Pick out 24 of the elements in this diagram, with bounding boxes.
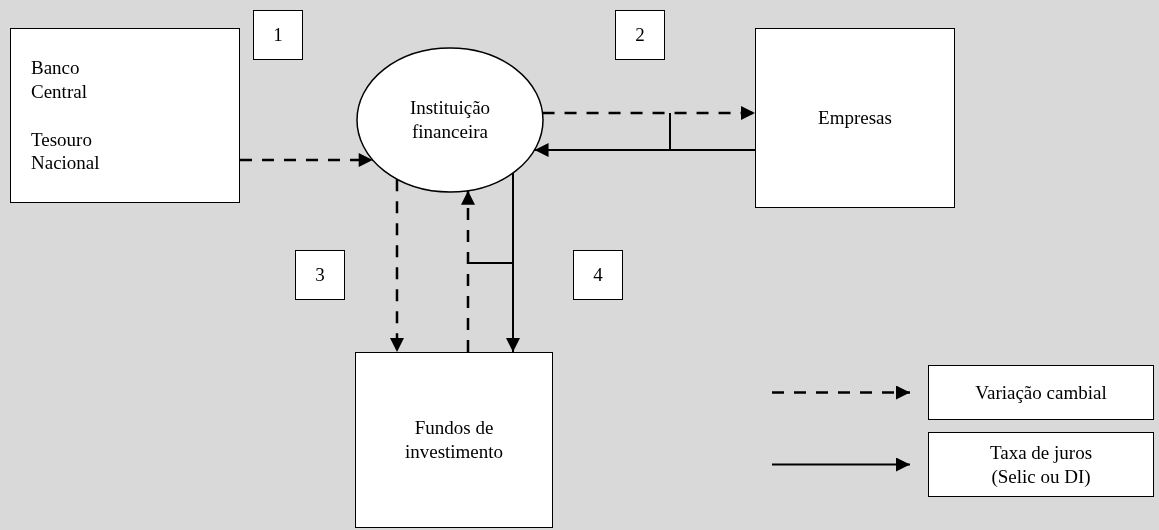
legend-label: Variação cambial [974, 380, 1108, 405]
arrow [390, 179, 404, 352]
arrow [533, 143, 756, 157]
node-label: 2 [635, 23, 645, 47]
node-label: Banco Central [31, 56, 88, 104]
node-label: 3 [315, 263, 325, 287]
arrow [542, 106, 755, 120]
process-box [355, 352, 553, 528]
arrow [240, 153, 373, 167]
number-box [573, 250, 623, 300]
number-box [253, 10, 303, 60]
legend-label: Taxa de juros (Selic ou DI) [988, 440, 1094, 489]
bank-box [10, 28, 240, 203]
node-label: 4 [593, 263, 603, 287]
node-label: Tesouro Nacional [31, 127, 101, 175]
node-label: Empresas [818, 106, 892, 130]
number-box [295, 250, 345, 300]
node-label: Fundos de investimento [403, 416, 505, 464]
arrow [461, 190, 475, 352]
arrow [506, 171, 520, 353]
process-box [755, 28, 955, 208]
node-label: 1 [273, 23, 283, 47]
number-box [615, 10, 665, 60]
node-label: Instituição financeira [408, 96, 492, 144]
